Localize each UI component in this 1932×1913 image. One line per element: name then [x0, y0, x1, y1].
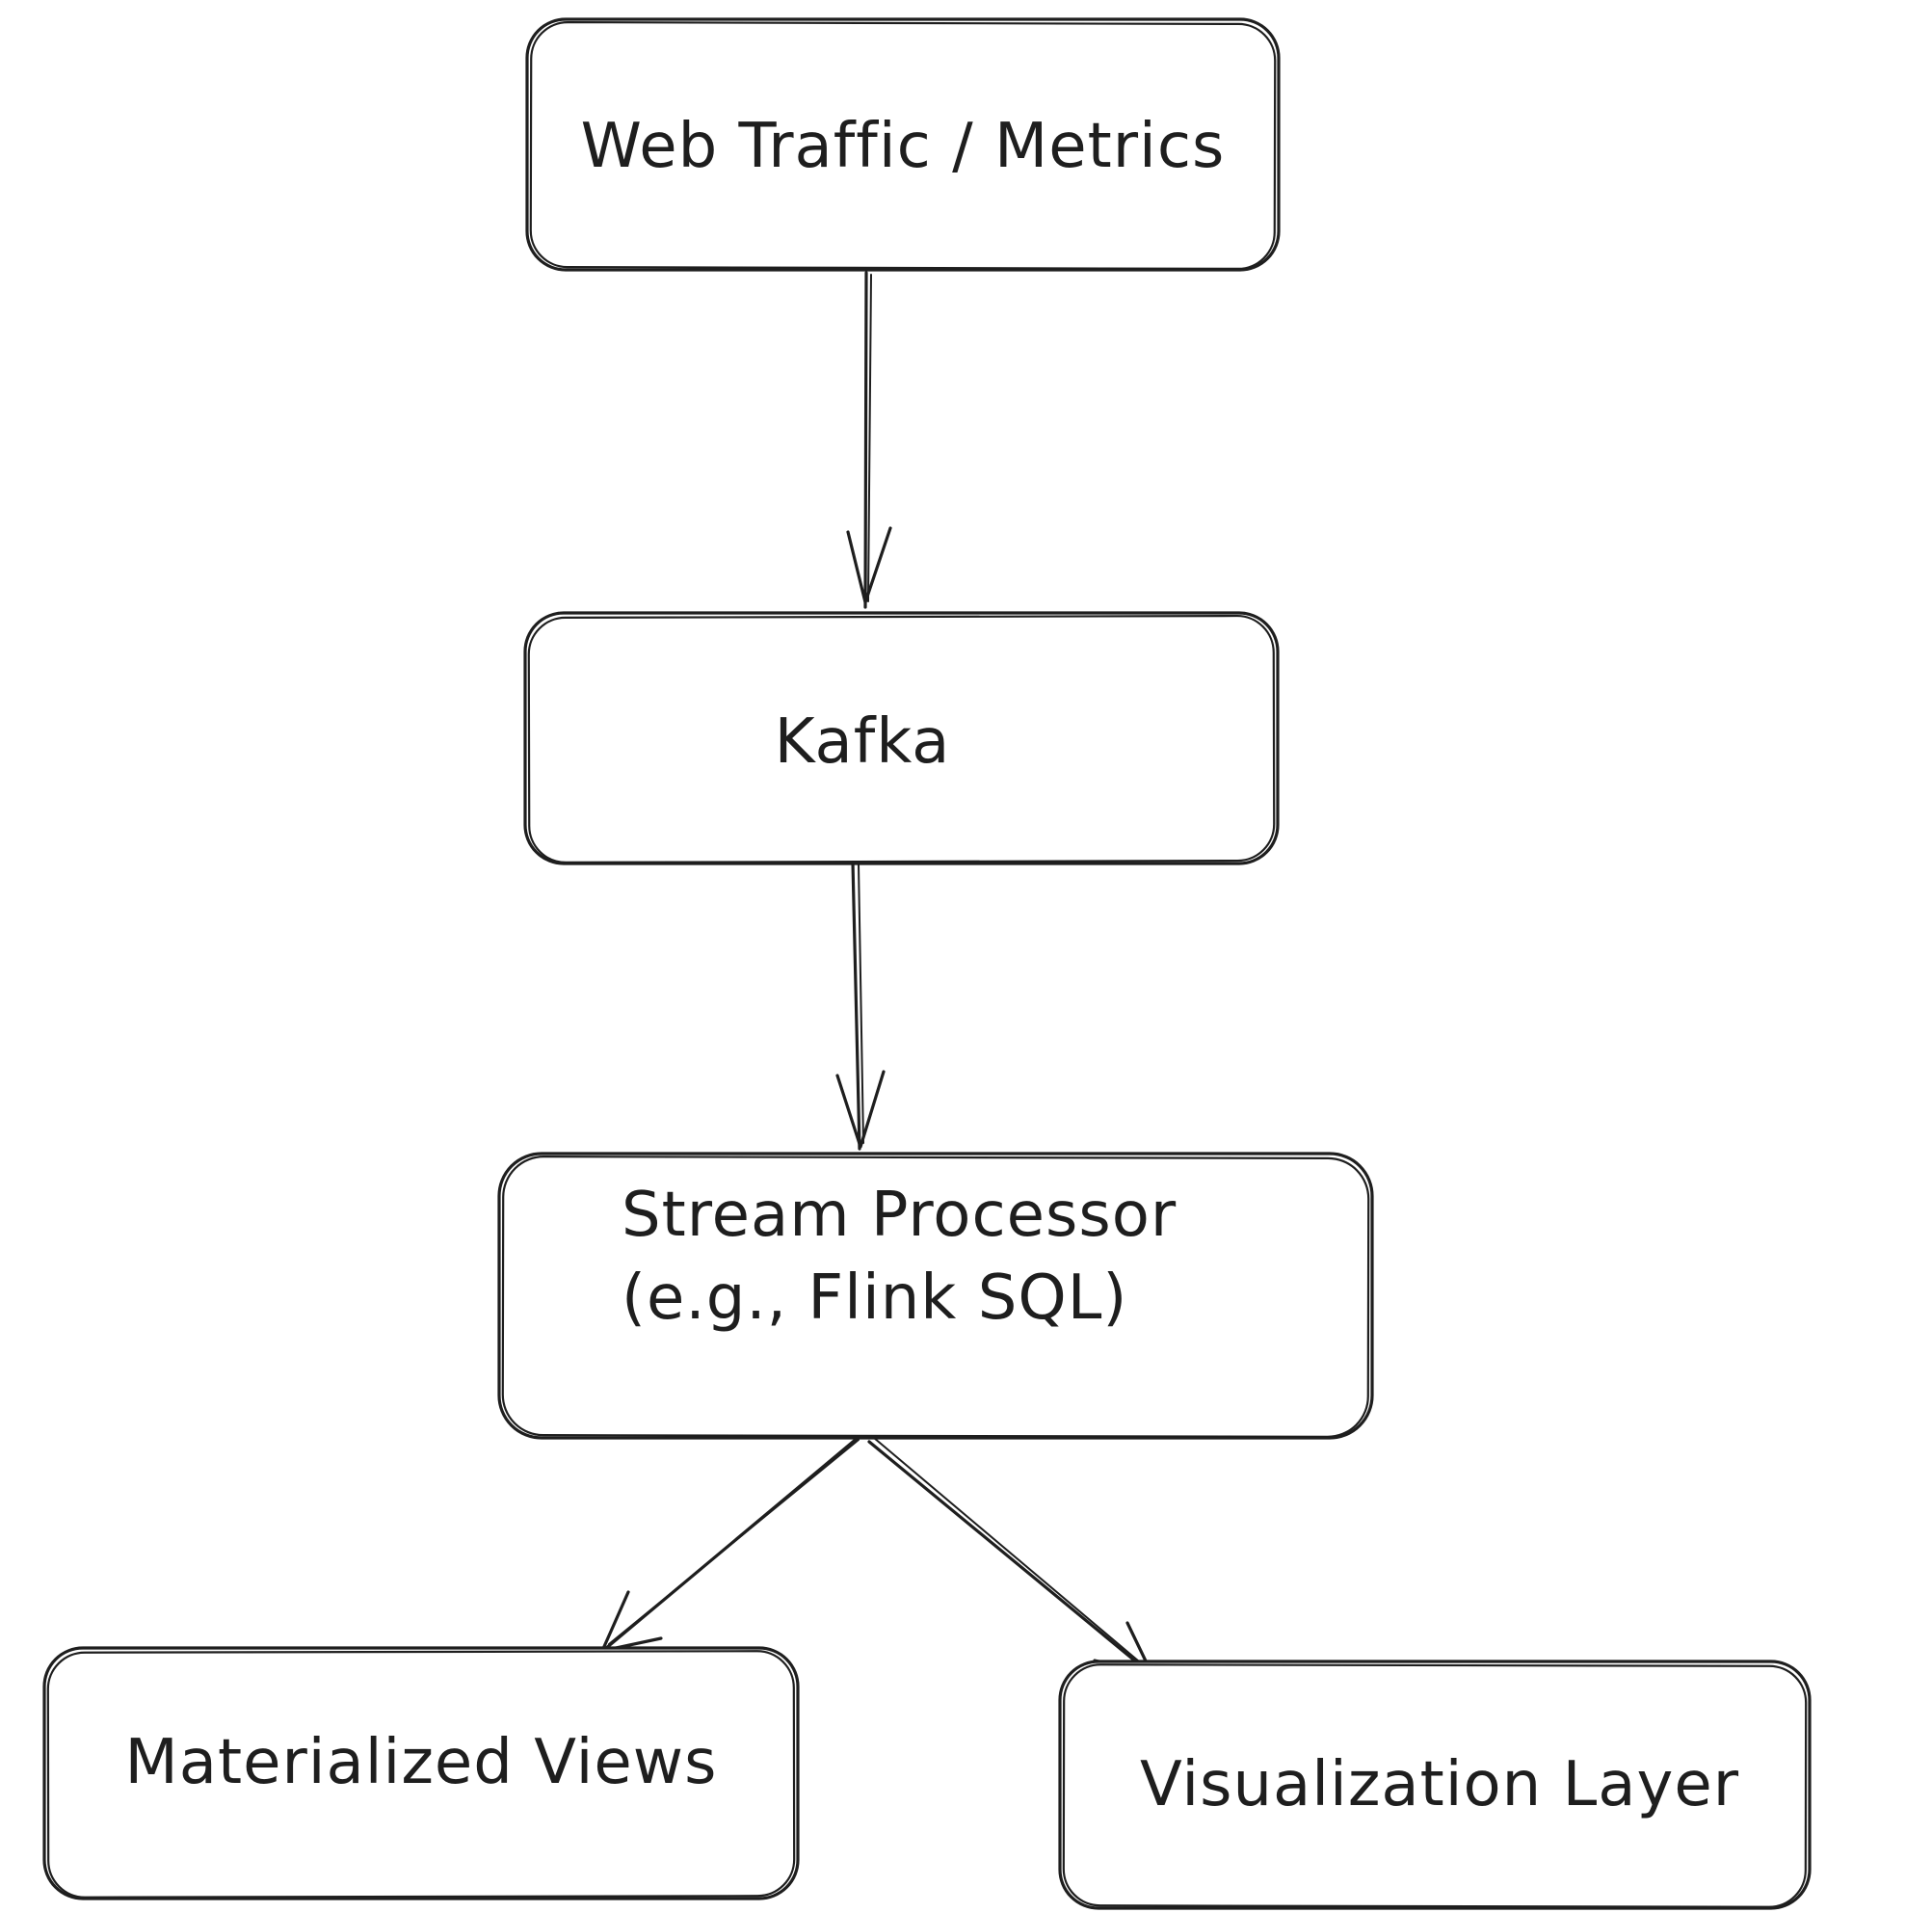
node-materialized-views: Materialized Views — [42, 1646, 800, 1900]
node-label: Stream Processor (e.g., Flink SQL) — [622, 1180, 1198, 1334]
arrowhead-icon — [846, 526, 892, 604]
node-label: Kafka — [775, 706, 951, 778]
node-label: Web Traffic / Metrics — [581, 111, 1226, 182]
arrowhead-icon — [835, 1070, 886, 1149]
node-label-line: Kafka — [775, 706, 951, 778]
edge-stream-processor-to-materialized-views — [600, 1431, 865, 1653]
edge-kafka-to-stream-processor — [835, 861, 886, 1151]
edge-web-traffic-to-kafka — [846, 271, 892, 609]
node-kafka: Kafka — [523, 611, 1280, 865]
node-label-line: Visualization Layer — [1140, 1749, 1739, 1820]
edge-stream-processor-to-visualization-layer — [867, 1437, 1153, 1675]
node-label-line: Web Traffic / Metrics — [581, 111, 1226, 182]
node-label-line: Stream Processor — [622, 1180, 1177, 1251]
node-label-line: (e.g., Flink SQL) — [622, 1262, 1127, 1334]
node-stream-processor: Stream Processor (e.g., Flink SQL) — [497, 1152, 1374, 1440]
node-label: Materialized Views — [125, 1727, 718, 1798]
node-label-line: Materialized Views — [125, 1727, 718, 1798]
node-label: Visualization Layer — [1140, 1749, 1739, 1820]
node-visualization-layer: Visualization Layer — [1058, 1660, 1812, 1910]
node-web-traffic: Web Traffic / Metrics — [525, 17, 1281, 272]
